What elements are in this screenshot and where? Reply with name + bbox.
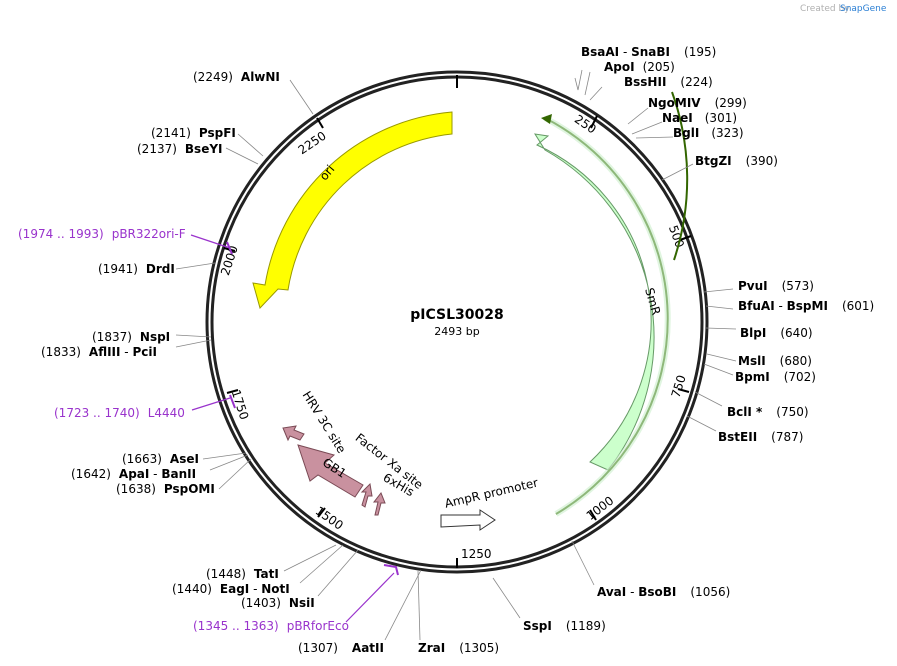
primer-leaders xyxy=(190,234,399,623)
primer-2[interactable]: (1345 .. 1363)pBRforEco xyxy=(193,619,349,633)
site-18[interactable]: (1403)NsiI xyxy=(241,596,315,610)
site-15[interactable]: SspI(1189) xyxy=(523,619,606,633)
tick-2250-mark xyxy=(316,117,324,129)
site-19[interactable]: (1440)EagI - NotI xyxy=(172,582,290,596)
site-13[interactable]: BstEII(787) xyxy=(718,430,803,444)
factor-xa-feature[interactable] xyxy=(360,482,373,508)
site-labels: BsaAI - SnaBI(195) ApoI(205) BssHII(224)… xyxy=(41,45,874,655)
primer-1[interactable]: (1723 .. 1740)L4440 xyxy=(54,406,185,420)
smr-label: SmR xyxy=(642,286,663,316)
smr-outer-glow xyxy=(543,115,671,517)
site-3[interactable]: NgoMIV(299) xyxy=(648,96,747,110)
tick-750: 750 xyxy=(669,373,689,399)
credit-brand: SnapGene xyxy=(840,4,887,14)
plasmid-length: 2493 bp xyxy=(434,325,479,338)
smr-feature[interactable] xyxy=(533,133,655,471)
site-1[interactable]: ApoI(205) xyxy=(604,60,675,74)
site-14[interactable]: AvaI - BsoBI(1056) xyxy=(597,585,730,599)
plasmid-name: pICSL30028 xyxy=(410,307,503,323)
site-6[interactable]: BtgZI(390) xyxy=(695,154,778,168)
site-26[interactable]: (1941)DrdI xyxy=(98,262,175,276)
tick-1000-mark xyxy=(589,509,597,521)
site-29[interactable]: (2249)AlwNI xyxy=(193,70,280,84)
hrv-label: HRV 3C site xyxy=(300,389,349,456)
site-11[interactable]: BpmI(702) xyxy=(735,370,816,384)
site-20[interactable]: (1448)TatI xyxy=(206,567,279,581)
site-22[interactable]: (1642)ApaI - BanII xyxy=(71,467,196,481)
site-2[interactable]: BssHII(224) xyxy=(624,75,713,89)
site-12[interactable]: BclI *(750) xyxy=(727,405,809,419)
site-28[interactable]: (2141)PspFI xyxy=(151,126,236,140)
site-27[interactable]: (2137)BseYI xyxy=(137,142,223,156)
tick-250: 250 xyxy=(572,112,599,136)
site-0[interactable]: BsaAI - SnaBI(195) xyxy=(581,45,716,59)
site-23[interactable]: (1663)AseI xyxy=(122,452,199,466)
site-7[interactable]: PvuI(573) xyxy=(738,279,814,293)
ampr-promoter-label: AmpR promoter xyxy=(443,476,539,511)
site-5[interactable]: BglI(323) xyxy=(673,126,744,140)
tick-500-mark xyxy=(679,235,692,241)
leader-lines xyxy=(175,69,737,641)
primer-labels: (1974 .. 1993)pBR322ori-F (1723 .. 1740)… xyxy=(18,227,349,633)
backbone-outer xyxy=(205,70,709,574)
tick-750-mark xyxy=(677,388,690,393)
tick-1750-mark xyxy=(226,389,239,394)
site-17[interactable]: (1307)AatII xyxy=(298,641,384,655)
gb1-feature[interactable] xyxy=(297,444,364,498)
tick-1500-mark xyxy=(317,507,326,518)
site-8[interactable]: BfuAI - BspMI(601) xyxy=(738,299,874,313)
site-10[interactable]: MslI(680) xyxy=(738,354,812,368)
smr-outer-arrowhead xyxy=(541,114,552,124)
ampr-promoter-feature[interactable] xyxy=(440,509,496,531)
site-9[interactable]: BlpI(640) xyxy=(740,326,813,340)
site-24[interactable]: (1833)AflIII - PciI xyxy=(41,345,157,359)
site-4[interactable]: NaeI(301) xyxy=(662,111,737,125)
smr-strand-line xyxy=(671,91,689,261)
ori-feature[interactable] xyxy=(252,111,453,309)
primer-0[interactable]: (1974 .. 1993)pBR322ori-F xyxy=(18,227,186,241)
credit-prefix: Created by xyxy=(800,4,850,14)
tick-1250: 1250 xyxy=(461,547,492,561)
site-25[interactable]: (1837)NspI xyxy=(92,330,170,344)
site-21[interactable]: (1638)PspOMI xyxy=(116,482,215,496)
hrv-feature[interactable] xyxy=(282,425,305,442)
site-16[interactable]: ZraI(1305) xyxy=(418,641,499,655)
his-feature[interactable] xyxy=(372,492,386,516)
tick-250-mark xyxy=(590,115,598,129)
